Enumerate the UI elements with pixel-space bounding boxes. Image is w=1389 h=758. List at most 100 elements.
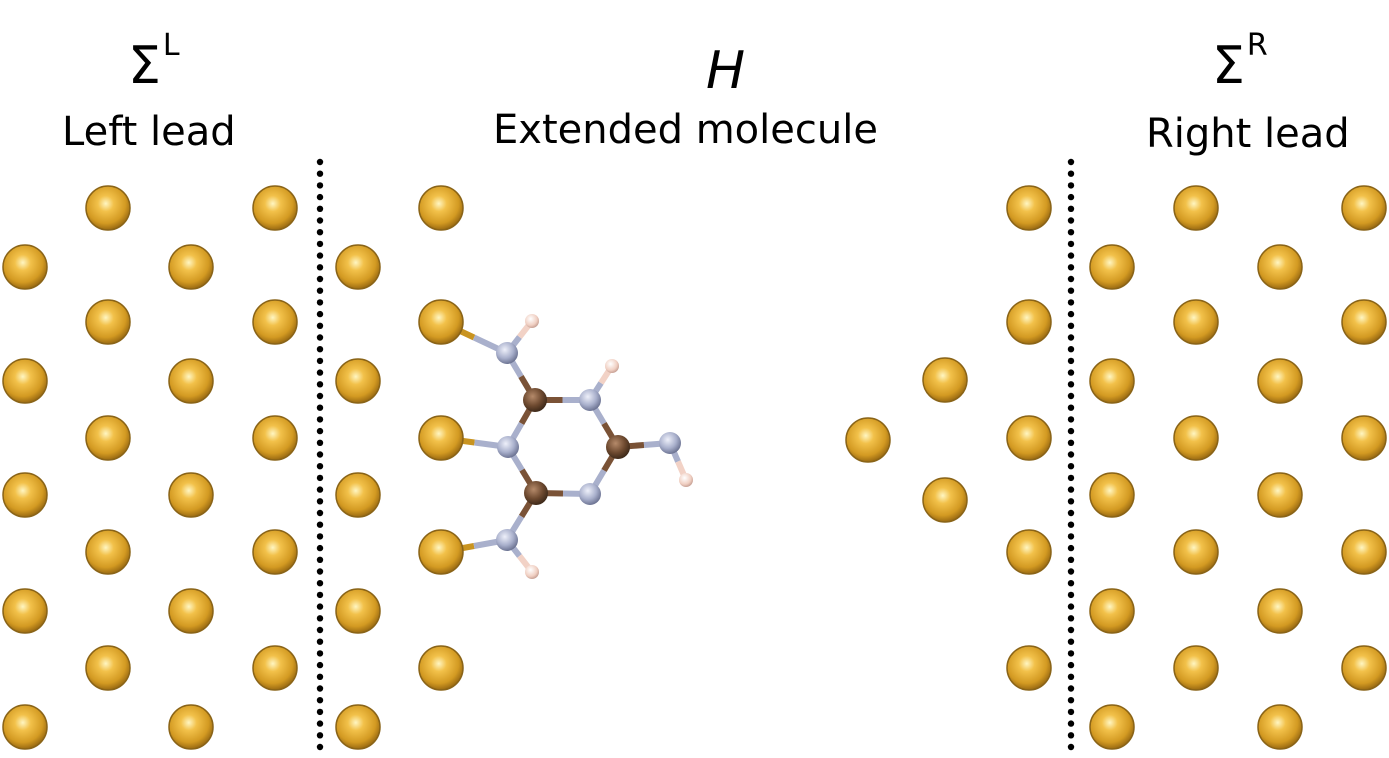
- gold-atom: [1257, 358, 1303, 404]
- gold-atom: [1341, 529, 1387, 575]
- divider-dot: [1067, 369, 1075, 376]
- divider-dot: [316, 299, 324, 306]
- gold-atom: [1006, 645, 1052, 691]
- right-lead-symbol: ΣR: [1212, 28, 1268, 96]
- divider-dot: [316, 229, 324, 236]
- gold-atom: [418, 185, 464, 231]
- gold-atom: [85, 299, 131, 345]
- right-lead-divider: [1067, 158, 1075, 751]
- divider-dot: [1067, 463, 1075, 470]
- divider-dot: [1067, 638, 1075, 645]
- divider-dot: [316, 240, 324, 248]
- divider-dot: [1067, 158, 1075, 166]
- gold-atom: [335, 244, 381, 290]
- divider-dot: [316, 334, 324, 341]
- divider-dot: [1067, 533, 1075, 540]
- divider-dot: [1067, 720, 1075, 727]
- gold-atom: [1257, 588, 1303, 634]
- divider-dot: [316, 170, 324, 177]
- gold-atom: [335, 588, 381, 634]
- divider-dot: [1067, 615, 1075, 622]
- divider-dot: [316, 533, 324, 540]
- divider-dot: [316, 568, 324, 575]
- gold-atom: [252, 299, 298, 345]
- divider-dot: [1067, 626, 1075, 634]
- divider-dot: [316, 404, 324, 411]
- gold-atom: [1173, 415, 1219, 461]
- gold-tip-atom: [922, 357, 968, 403]
- divider-dot: [316, 486, 324, 493]
- divider-dot: [1067, 603, 1075, 610]
- gold-atom: [1257, 472, 1303, 518]
- gold-atom: [2, 244, 48, 290]
- divider-dot: [316, 158, 324, 166]
- divider-dot: [1067, 498, 1075, 505]
- divider-dot: [316, 697, 324, 704]
- gold-atom: [168, 244, 214, 290]
- divider-dot: [1067, 685, 1075, 692]
- divider-dot: [1067, 205, 1075, 212]
- gold-atom: [252, 415, 298, 461]
- gold-atom: [1006, 185, 1052, 231]
- divider-dot: [316, 427, 324, 435]
- divider-dot: [1067, 474, 1075, 482]
- divider-dot: [1067, 544, 1075, 552]
- gold-atom: [1006, 415, 1052, 461]
- gold-atom: [168, 588, 214, 634]
- divider-dot: [316, 463, 324, 470]
- gold-atom: [418, 415, 464, 461]
- gold-atom: [2, 588, 48, 634]
- nitrogen-atom: [579, 483, 601, 505]
- divider-dot: [1067, 381, 1075, 388]
- nitrogen-atom: [579, 389, 601, 411]
- divider-dot: [1067, 708, 1075, 716]
- hydrogen-atom: [605, 359, 619, 373]
- divider-dot: [316, 439, 324, 446]
- divider-dot: [316, 743, 324, 751]
- divider-dot: [316, 580, 324, 587]
- gold-atom: [1341, 415, 1387, 461]
- divider-dot: [1067, 580, 1075, 587]
- divider-dot: [1067, 310, 1075, 318]
- gold-atom: [2, 472, 48, 518]
- gold-atom: [168, 358, 214, 404]
- carbon-atom: [523, 388, 547, 412]
- divider-dot: [316, 287, 324, 294]
- divider-dot: [316, 252, 324, 259]
- divider-dot: [1067, 287, 1075, 294]
- divider-dot: [1067, 521, 1075, 528]
- divider-dot: [316, 650, 324, 657]
- divider-dot: [1067, 743, 1075, 751]
- right-lead-label: Right lead: [1146, 111, 1350, 157]
- divider-dot: [1067, 650, 1075, 657]
- gold-tip-atom: [845, 417, 891, 463]
- gold-atom: [1089, 704, 1135, 750]
- divider-dot: [1067, 732, 1075, 739]
- divider-dot: [316, 416, 324, 423]
- left-lead-symbol: ΣL: [128, 28, 180, 96]
- gold-atom: [1341, 185, 1387, 231]
- divider-dot: [1067, 252, 1075, 259]
- divider-dot: [1067, 240, 1075, 248]
- divider-dot: [1067, 661, 1075, 669]
- nitrogen-atom: [496, 529, 518, 551]
- gold-atom: [418, 529, 464, 575]
- nitrogen-atom: [497, 436, 519, 458]
- gold-atom: [1257, 244, 1303, 290]
- gold-tip-atom: [922, 477, 968, 523]
- divider-dot: [316, 392, 324, 400]
- divider-dot: [1067, 217, 1075, 224]
- divider-dot: [316, 544, 324, 552]
- gold-atom: [1089, 588, 1135, 634]
- divider-dot: [1067, 427, 1075, 435]
- divider-dot: [1067, 182, 1075, 189]
- gold-atom: [252, 185, 298, 231]
- divider-dot: [1067, 392, 1075, 400]
- divider-dot: [316, 381, 324, 388]
- divider-dot: [316, 217, 324, 224]
- divider-dot: [1067, 568, 1075, 575]
- gold-atom: [1341, 299, 1387, 345]
- divider-dot: [1067, 556, 1075, 563]
- divider-dot: [316, 720, 324, 727]
- gold-atom: [1006, 529, 1052, 575]
